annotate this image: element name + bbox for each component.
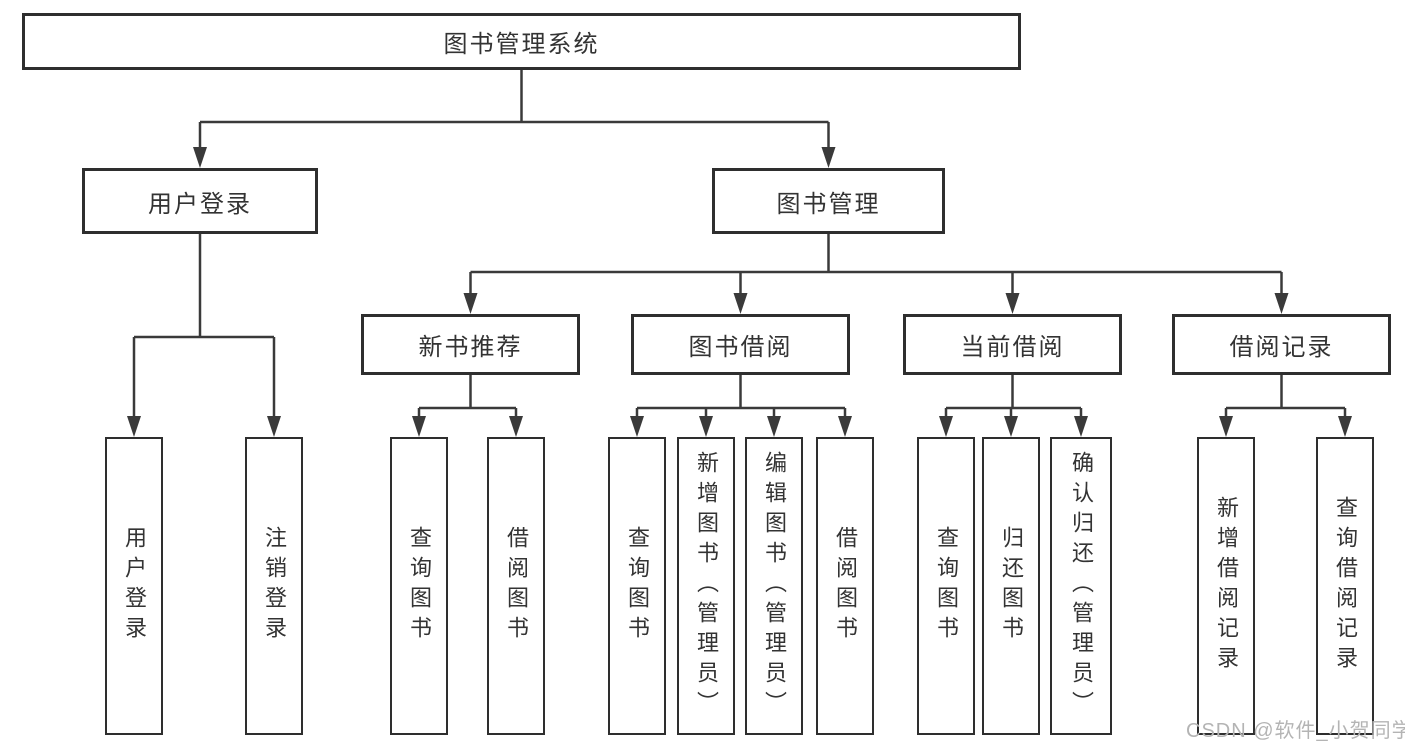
leaf-edit-books-admin-label: 编辑图书（管理员） [762, 451, 787, 721]
node-user-login-label: 用户登录 [148, 190, 252, 218]
leaf-borrow-books-2-label: 借阅图书 [833, 526, 858, 646]
node-new-book-recommend-label: 新书推荐 [418, 334, 523, 361]
leaf-query-borrow-record-label: 查询借阅记录 [1333, 496, 1358, 676]
node-current-borrow-label: 当前借阅 [960, 334, 1065, 361]
node-user-login: 用户登录 [82, 168, 318, 234]
leaf-query-books-3-label: 查询图书 [934, 526, 959, 646]
leaf-borrow-books-1: 借阅图书 [487, 437, 545, 735]
leaf-add-books-admin: 新增图书（管理员） [677, 437, 735, 735]
leaf-borrow-books-2: 借阅图书 [816, 437, 874, 735]
leaf-user-login: 用户登录 [105, 437, 163, 735]
node-root: 图书管理系统 [22, 13, 1021, 70]
watermark: CSDN @软件_小贺同学 [1186, 720, 1405, 742]
arrowhead-icon [1219, 416, 1233, 437]
leaf-add-borrow-record: 新增借阅记录 [1197, 437, 1255, 735]
arrowhead-icon [1074, 416, 1088, 437]
arrowhead-icon [1004, 416, 1018, 437]
leaf-edit-books-admin: 编辑图书（管理员） [745, 437, 803, 735]
arrowhead-icon [838, 416, 852, 437]
arrowhead-icon [193, 147, 207, 168]
node-book-management: 图书管理 [712, 168, 945, 234]
leaf-borrow-books-1-label: 借阅图书 [504, 526, 529, 646]
leaf-query-books-3: 查询图书 [917, 437, 975, 735]
leaf-query-books-1: 查询图书 [390, 437, 448, 735]
arrowhead-icon [939, 416, 953, 437]
arrowhead-icon [699, 416, 713, 437]
node-book-management-label: 图书管理 [776, 190, 881, 218]
node-book-borrow: 图书借阅 [631, 314, 850, 375]
leaf-user-login-label: 用户登录 [122, 526, 147, 646]
leaf-confirm-return-admin: 确认归还（管理员） [1050, 437, 1112, 735]
leaf-query-books-1-label: 查询图书 [407, 526, 432, 646]
leaf-add-books-admin-label: 新增图书（管理员） [694, 451, 719, 721]
arrowhead-icon [630, 416, 644, 437]
leaf-add-borrow-record-label: 新增借阅记录 [1214, 496, 1239, 676]
arrowhead-icon [463, 293, 478, 314]
leaf-return-books-label: 归还图书 [999, 526, 1024, 646]
arrowhead-icon [412, 416, 426, 437]
node-book-borrow-label: 图书借阅 [688, 334, 793, 361]
node-borrow-records-label: 借阅记录 [1229, 334, 1334, 361]
arrowhead-icon [821, 147, 836, 168]
leaf-logout-label: 注销登录 [262, 526, 287, 646]
arrowhead-icon [733, 293, 748, 314]
node-new-book-recommend: 新书推荐 [361, 314, 580, 375]
leaf-query-books-2-label: 查询图书 [625, 526, 650, 646]
leaf-logout: 注销登录 [245, 437, 303, 735]
arrowhead-icon [1274, 293, 1289, 314]
arrowhead-icon [767, 416, 781, 437]
leaf-query-books-2: 查询图书 [608, 437, 666, 735]
arrowhead-icon [1005, 293, 1020, 314]
arrowhead-icon [1338, 416, 1352, 437]
node-borrow-records: 借阅记录 [1172, 314, 1391, 375]
leaf-return-books: 归还图书 [982, 437, 1040, 735]
arrowhead-icon [509, 416, 523, 437]
leaf-query-borrow-record: 查询借阅记录 [1316, 437, 1374, 735]
leaf-confirm-return-admin-label: 确认归还（管理员） [1069, 451, 1094, 721]
arrowhead-icon [127, 416, 141, 437]
node-current-borrow: 当前借阅 [903, 314, 1122, 375]
arrowhead-icon [267, 416, 281, 437]
node-root-label: 图书管理系统 [443, 31, 600, 58]
